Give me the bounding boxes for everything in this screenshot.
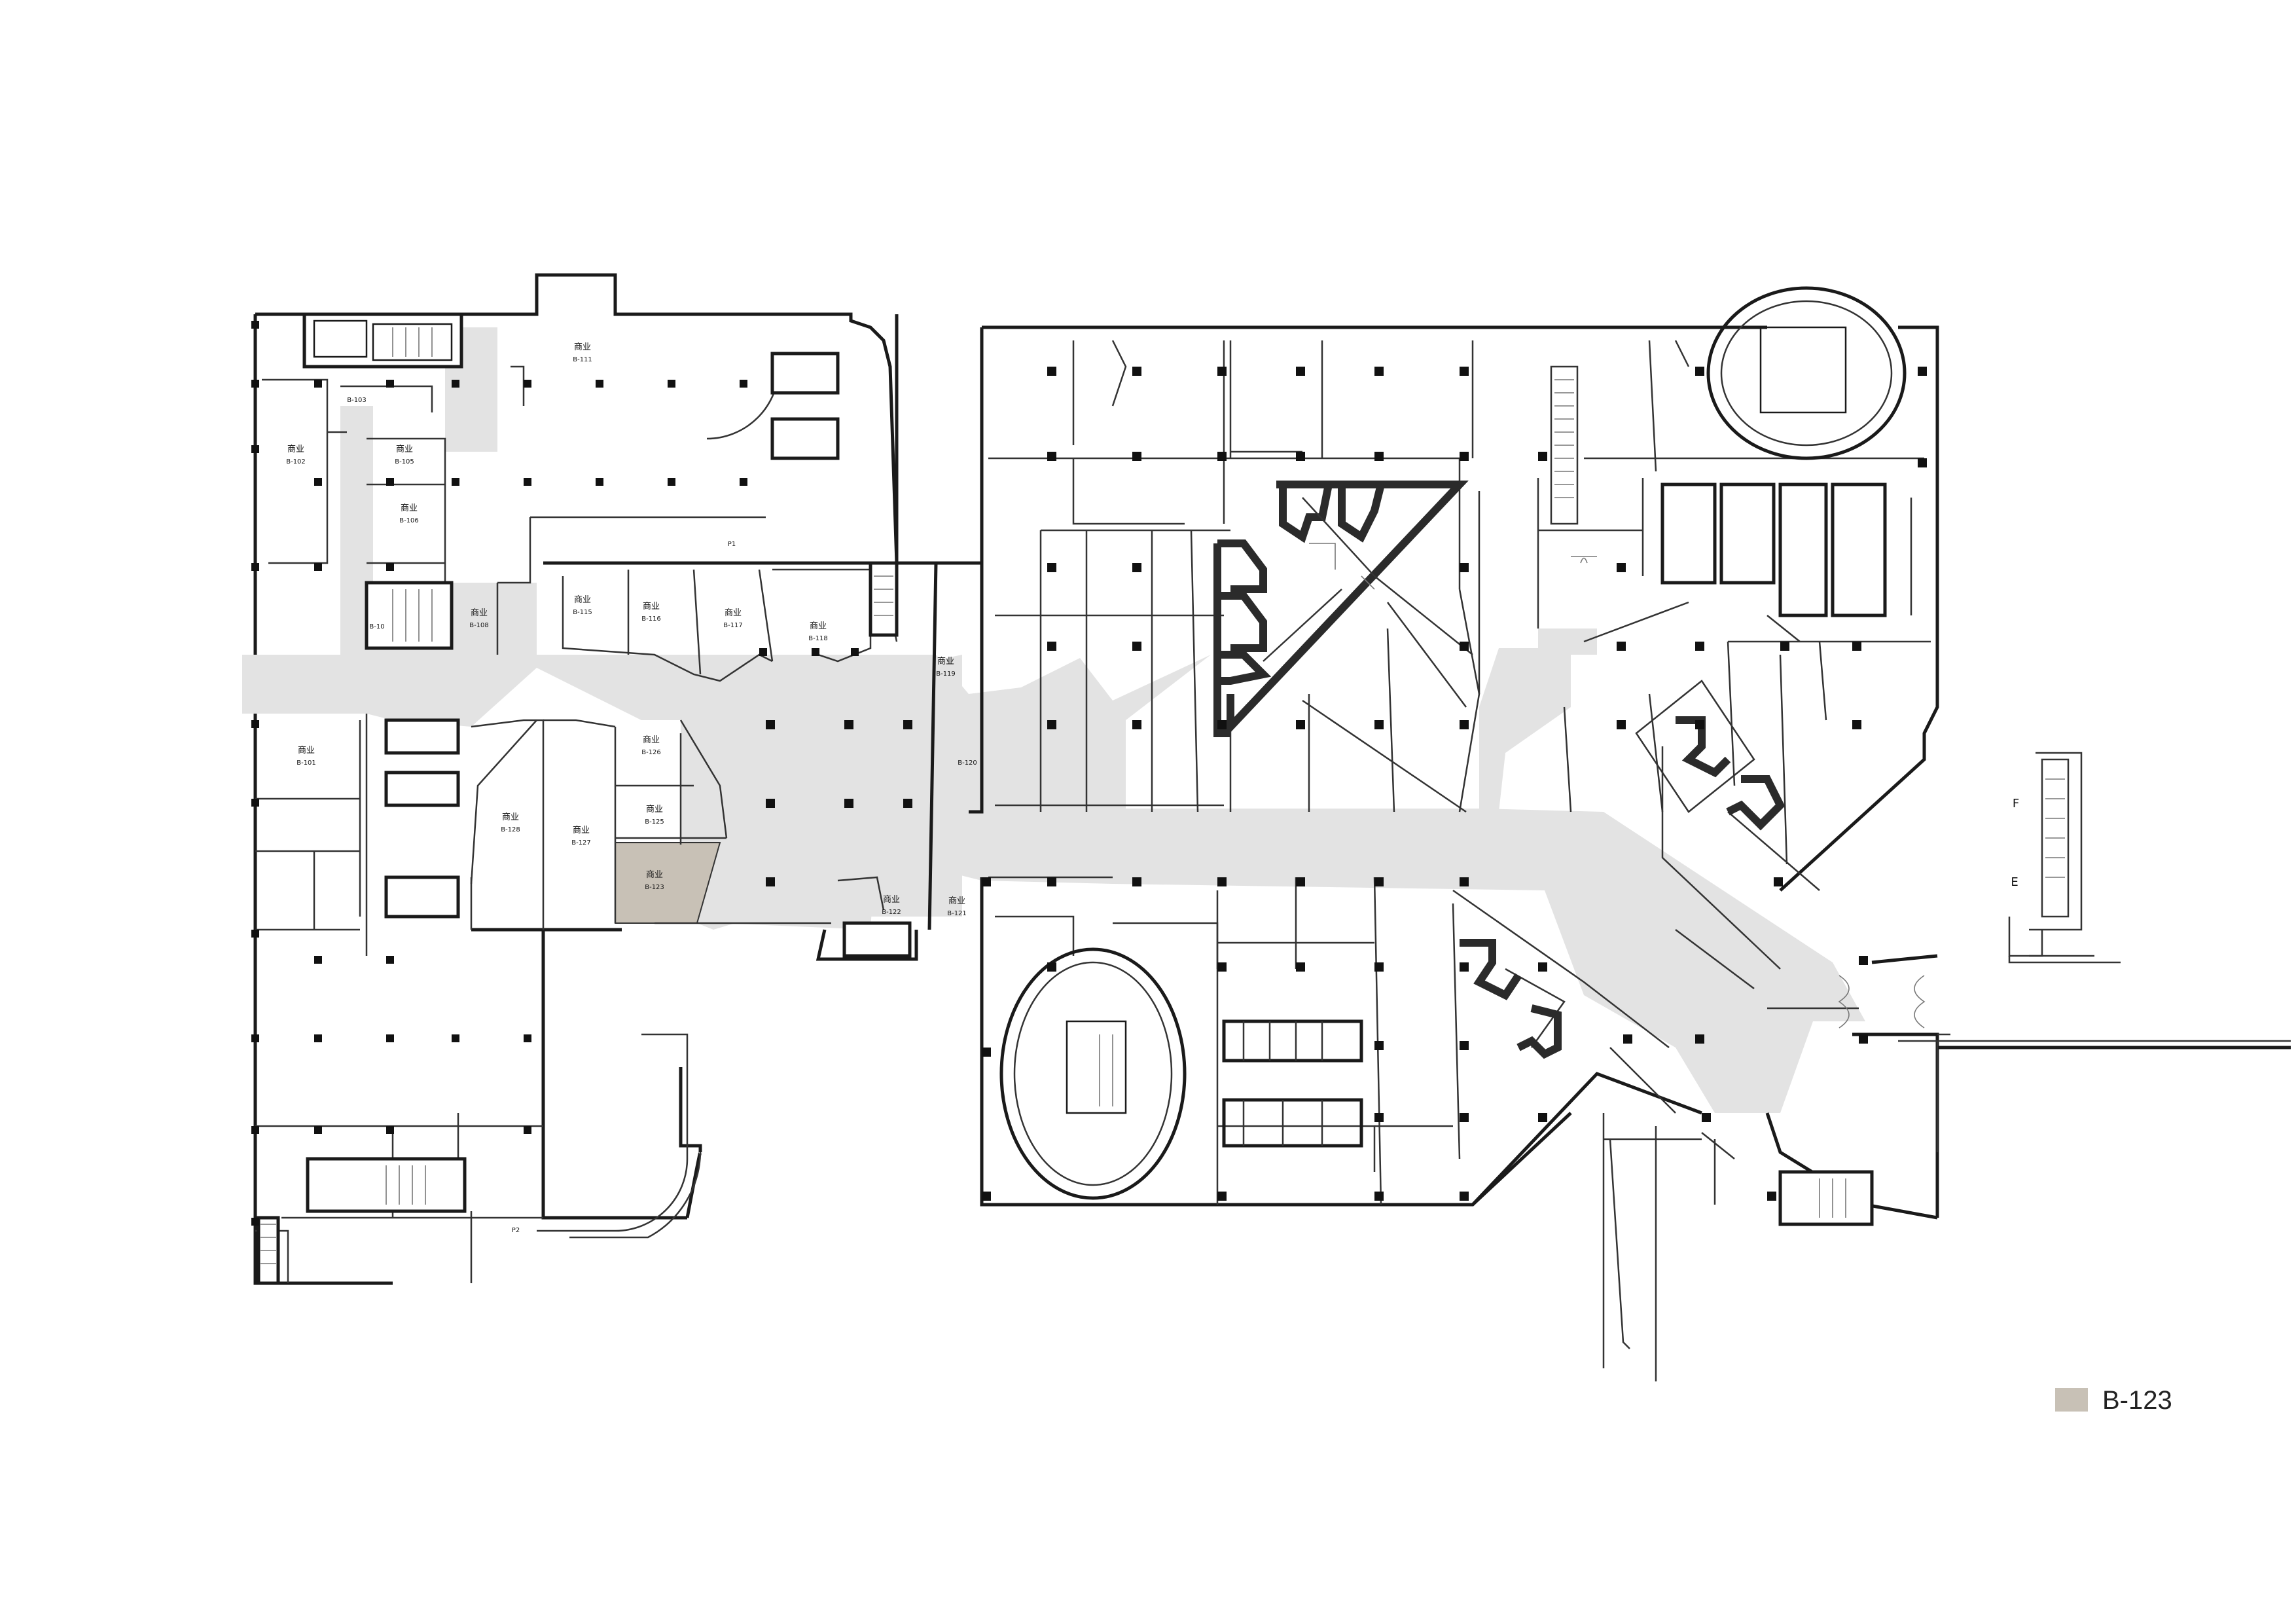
shop-b119[interactable]: 商业 B-119 bbox=[936, 657, 956, 678]
legend: B-123 bbox=[2055, 1386, 2172, 1415]
shop-b128[interactable]: 商业 B-128 bbox=[501, 812, 520, 833]
east-building-walls bbox=[969, 325, 2291, 1381]
legend-label: B-123 bbox=[2102, 1386, 2172, 1415]
svg-text:商业: 商业 bbox=[643, 735, 660, 745]
svg-text:商业: 商业 bbox=[574, 595, 591, 605]
svg-text:商业: 商业 bbox=[725, 608, 742, 618]
svg-text:B-118: B-118 bbox=[808, 635, 828, 642]
shop-b103[interactable]: B-103 bbox=[347, 397, 367, 404]
shop-b10[interactable]: B-10 bbox=[369, 623, 384, 630]
svg-text:B-116: B-116 bbox=[641, 615, 661, 623]
svg-text:B-117: B-117 bbox=[723, 622, 743, 629]
svg-text:商业: 商业 bbox=[573, 826, 590, 835]
svg-text:商业: 商业 bbox=[287, 445, 304, 454]
svg-text:B-125: B-125 bbox=[645, 818, 664, 826]
shop-b105[interactable]: 商业 B-105 bbox=[395, 445, 414, 465]
shop-labels: 商业 B-111 商业 B-102 B-103 商业 B-105 商业 B-10… bbox=[286, 342, 977, 917]
marker-f-label: F bbox=[2013, 797, 2019, 811]
svg-text:商业: 商业 bbox=[471, 608, 488, 618]
svg-text:B-127: B-127 bbox=[571, 839, 591, 847]
shop-b120[interactable]: B-120 bbox=[958, 759, 977, 767]
svg-text:商业: 商业 bbox=[646, 870, 663, 880]
shop-b102[interactable]: 商业 B-102 bbox=[286, 445, 306, 465]
svg-text:B-103: B-103 bbox=[347, 397, 367, 404]
svg-text:商业: 商业 bbox=[883, 895, 900, 905]
shop-b118[interactable]: 商业 B-118 bbox=[808, 621, 828, 642]
svg-text:B-121: B-121 bbox=[947, 910, 967, 917]
svg-text:商业: 商业 bbox=[948, 896, 965, 906]
shop-b121[interactable]: 商业 B-121 bbox=[947, 896, 967, 917]
svg-text:B-105: B-105 bbox=[395, 458, 414, 465]
oval-cores bbox=[999, 286, 1907, 1200]
svg-text:商业: 商业 bbox=[396, 445, 413, 454]
escalators bbox=[1550, 365, 2121, 1349]
shop-b115[interactable]: 商业 B-115 bbox=[573, 595, 592, 616]
svg-text:B-108: B-108 bbox=[469, 622, 489, 629]
toilet-blocks bbox=[1222, 1019, 1363, 1148]
service-cores bbox=[257, 312, 1887, 1285]
svg-text:B-101: B-101 bbox=[296, 759, 316, 767]
svg-text:商业: 商业 bbox=[937, 657, 954, 666]
shop-b117[interactable]: 商业 B-117 bbox=[723, 608, 743, 629]
svg-text:B-115: B-115 bbox=[573, 609, 592, 616]
svg-text:B-120: B-120 bbox=[958, 759, 977, 767]
marker-e-label: E bbox=[2011, 875, 2018, 889]
svg-text:商业: 商业 bbox=[401, 503, 418, 513]
shop-b122[interactable]: 商业 B-122 bbox=[882, 895, 901, 916]
svg-text:B-128: B-128 bbox=[501, 826, 520, 833]
svg-text:B-102: B-102 bbox=[286, 458, 306, 465]
legend-swatch bbox=[2055, 1388, 2088, 1412]
atrium-structures bbox=[1213, 481, 1785, 1059]
svg-text:商业: 商业 bbox=[298, 746, 315, 756]
parking-p1-label: P1 bbox=[728, 541, 736, 548]
svg-text:B-106: B-106 bbox=[399, 517, 419, 524]
shop-b111[interactable]: 商业 B-111 bbox=[573, 342, 592, 363]
shop-b108[interactable]: 商业 B-108 bbox=[469, 608, 489, 629]
shop-b125[interactable]: 商业 B-125 bbox=[645, 805, 664, 826]
svg-text:商业: 商业 bbox=[810, 621, 827, 631]
door-markers bbox=[1571, 556, 1926, 1029]
svg-text:B-10: B-10 bbox=[369, 623, 384, 630]
shop-b101[interactable]: 商业 B-101 bbox=[296, 746, 316, 767]
shop-b106[interactable]: 商业 B-106 bbox=[399, 503, 419, 524]
svg-text:商业: 商业 bbox=[502, 812, 519, 822]
svg-text:B-126: B-126 bbox=[641, 749, 661, 756]
svg-text:商业: 商业 bbox=[574, 342, 591, 352]
svg-text:商业: 商业 bbox=[643, 602, 660, 611]
plan-markers: P1 P2 F E bbox=[512, 541, 2019, 1234]
shop-b116[interactable]: 商业 B-116 bbox=[641, 602, 661, 623]
shop-b127[interactable]: 商业 B-127 bbox=[571, 826, 591, 847]
structural-columns bbox=[251, 321, 1927, 1226]
east-partitions bbox=[988, 340, 1939, 1205]
parking-p2-label: P2 bbox=[512, 1227, 520, 1234]
svg-text:B-123: B-123 bbox=[645, 884, 664, 891]
shop-b123[interactable]: 商业 B-123 bbox=[645, 870, 664, 891]
svg-text:商业: 商业 bbox=[646, 805, 663, 814]
svg-text:B-119: B-119 bbox=[936, 670, 956, 678]
svg-text:B-122: B-122 bbox=[882, 909, 901, 916]
shop-b126[interactable]: 商业 B-126 bbox=[641, 735, 661, 756]
svg-text:B-111: B-111 bbox=[573, 356, 592, 363]
